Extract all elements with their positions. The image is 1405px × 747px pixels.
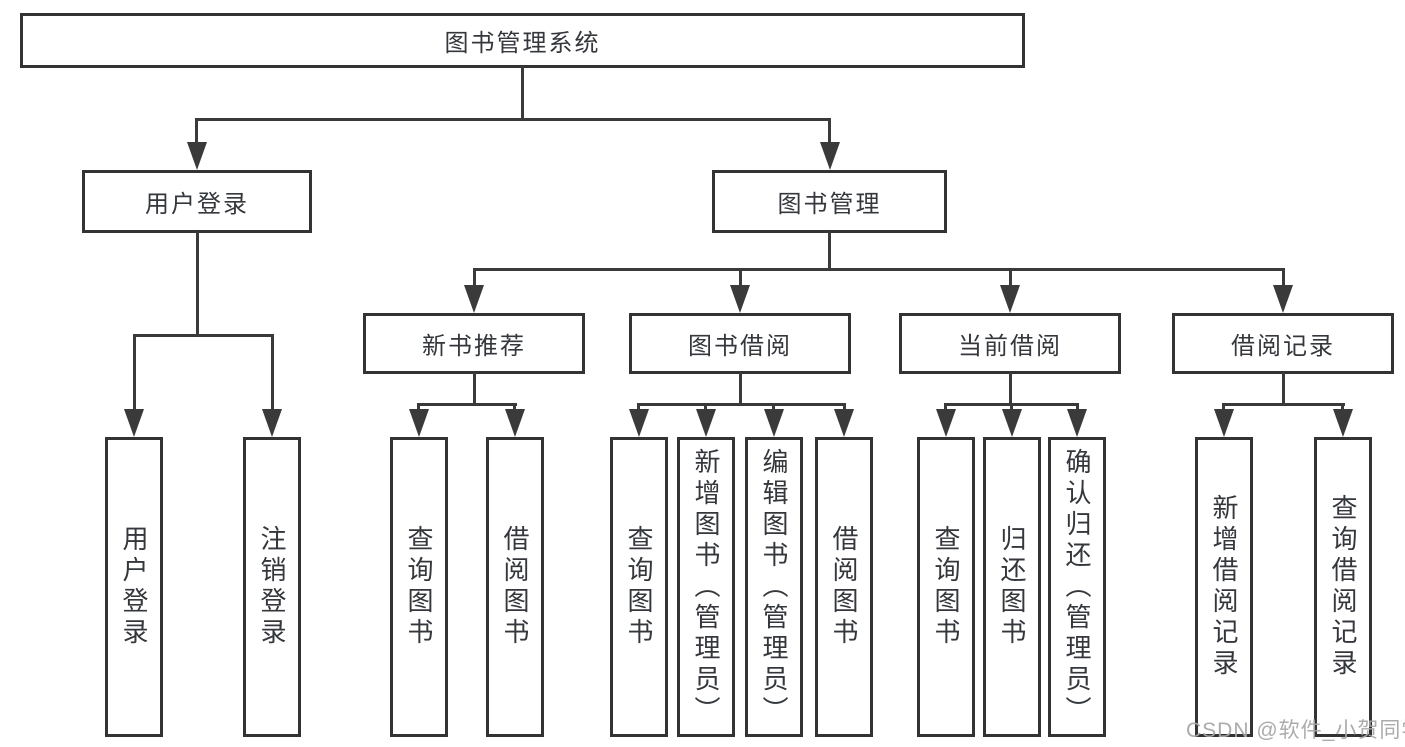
node-library-management-system: 图书管理系统	[20, 13, 1025, 68]
edge-drop-new-book-recommendation	[473, 268, 476, 288]
node-label: 新增借阅记录	[1209, 494, 1239, 680]
arrowhead-bb-edit	[764, 409, 784, 437]
node-label: 图书管理系统	[444, 30, 601, 57]
edge-drop-leaf-user-login	[133, 334, 136, 415]
node-label: 用户登录	[145, 191, 249, 218]
leaf-cb-query-books: 查询图书	[917, 437, 975, 737]
arrowhead-borrowing-records	[1273, 285, 1293, 313]
arrowhead-current-borrowing	[1000, 285, 1020, 313]
node-label: 查询图书	[624, 525, 654, 649]
arrowhead-cb-confirm	[1067, 409, 1087, 437]
arrowhead-nbr-query	[409, 409, 429, 437]
node-label: 编辑图书（管理员）	[759, 447, 789, 727]
node-user-login: 用户登录	[82, 170, 312, 233]
edge-drop-book-borrowing	[739, 268, 742, 288]
arrowhead-br-query	[1333, 409, 1353, 437]
edge-drop-user-login	[195, 118, 198, 148]
edge-bb-stem	[739, 372, 742, 406]
arrowhead-cb-query	[936, 409, 956, 437]
node-borrowing-records: 借阅记录	[1172, 313, 1394, 374]
csdn-watermark: CSDN @软件_小贺同学	[1186, 719, 1405, 742]
node-current-borrowing: 当前借阅	[899, 313, 1121, 374]
leaf-br-add-record: 新增借阅记录	[1195, 437, 1253, 737]
node-label: 确认归还（管理员）	[1062, 447, 1092, 727]
node-label: 查询图书	[404, 525, 434, 649]
node-label: 查询图书	[931, 525, 961, 649]
edge-book-management-stem	[828, 231, 831, 270]
edge-nbr-stem	[473, 372, 476, 406]
edge-drop-leaf-logout	[271, 334, 274, 415]
arrowhead-user-login	[187, 142, 207, 170]
arrowhead-book-borrowing	[730, 285, 750, 313]
edge-drop-book-management	[828, 118, 831, 148]
edge-bb-split	[637, 403, 846, 406]
leaf-bb-add-books-admin: 新增图书（管理员）	[677, 437, 735, 737]
arrowhead-new-book-recommendation	[464, 285, 484, 313]
leaf-nbr-query-books: 查询图书	[390, 437, 448, 737]
leaf-user-login: 用户登录	[105, 437, 163, 737]
arrowhead-bb-query	[629, 409, 649, 437]
arrowhead-bb-add	[696, 409, 716, 437]
node-label: 图书借阅	[688, 333, 792, 360]
edge-nbr-split	[417, 403, 517, 406]
edge-root-stem	[521, 66, 524, 120]
edge-book-management-split	[473, 268, 1285, 271]
node-label: 借阅记录	[1231, 333, 1335, 360]
arrowhead-nbr-borrow	[505, 409, 525, 437]
arrowhead-cb-return	[1002, 409, 1022, 437]
node-book-management: 图书管理	[712, 170, 947, 233]
node-label: 借阅图书	[500, 525, 530, 649]
arrowhead-book-management	[820, 142, 840, 170]
node-new-book-recommendation: 新书推荐	[363, 313, 585, 374]
leaf-br-query-record: 查询借阅记录	[1314, 437, 1372, 737]
edge-br-stem	[1282, 372, 1285, 406]
leaf-logout: 注销登录	[243, 437, 301, 737]
leaf-cb-confirm-return-admin: 确认归还（管理员）	[1048, 437, 1106, 737]
node-book-borrowing: 图书借阅	[629, 313, 851, 374]
leaf-bb-edit-books-admin: 编辑图书（管理员）	[745, 437, 803, 737]
node-label: 借阅图书	[829, 525, 859, 649]
node-label: 图书管理	[777, 191, 882, 218]
edge-user-login-stem	[196, 231, 199, 336]
node-label: 新书推荐	[422, 333, 526, 360]
node-label: 新增图书（管理员）	[691, 447, 721, 727]
arrowhead-bb-borrow	[834, 409, 854, 437]
edge-user-login-split	[133, 334, 274, 337]
arrowhead-br-add	[1214, 409, 1234, 437]
node-label: 归还图书	[997, 525, 1027, 649]
node-label: 当前借阅	[958, 333, 1062, 360]
edge-cb-stem	[1009, 372, 1012, 406]
leaf-bb-query-books: 查询图书	[610, 437, 668, 737]
leaf-bb-borrow-books: 借阅图书	[815, 437, 873, 737]
node-label: 查询借阅记录	[1328, 494, 1358, 680]
leaf-nbr-borrow-books: 借阅图书	[486, 437, 544, 737]
node-label: 注销登录	[257, 525, 287, 649]
edge-root-split	[195, 118, 831, 121]
arrowhead-leaf-user-login	[124, 409, 144, 437]
leaf-cb-return-books: 归还图书	[983, 437, 1041, 737]
edge-drop-borrowing-records	[1282, 268, 1285, 288]
edge-br-split	[1222, 403, 1345, 406]
arrowhead-leaf-logout	[262, 409, 282, 437]
edge-drop-current-borrowing	[1009, 268, 1012, 288]
node-label: 用户登录	[119, 525, 149, 649]
